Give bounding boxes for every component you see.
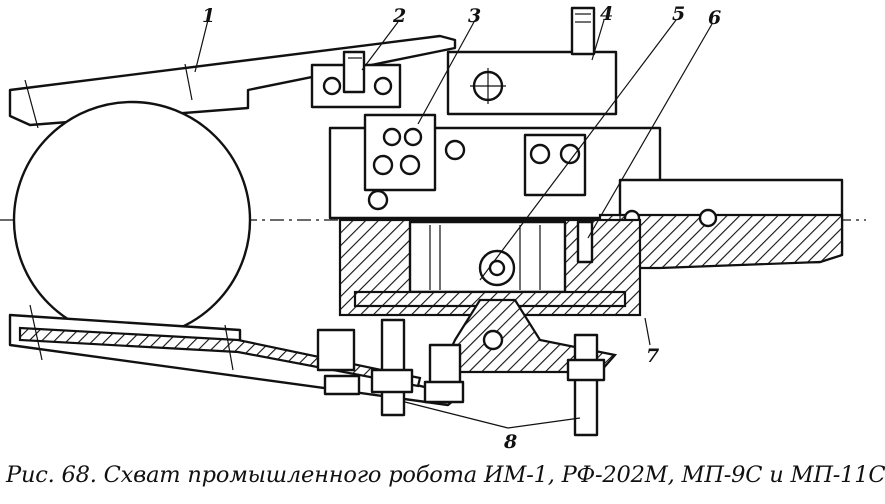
leader-lines bbox=[194, 19, 713, 429]
callout-3: 3 bbox=[468, 5, 481, 27]
callout-5: 5 bbox=[672, 3, 685, 25]
housing-body bbox=[446, 6, 618, 116]
cover-plate bbox=[328, 113, 662, 220]
clamp-block bbox=[310, 50, 402, 109]
figure-caption: Рис. 68. Схват промышленного робота ИМ-1… bbox=[6, 462, 885, 488]
callout-8: 8 bbox=[503, 431, 517, 453]
callout-1: 1 bbox=[202, 5, 215, 27]
spring-pin bbox=[576, 220, 594, 264]
bolts bbox=[316, 318, 606, 437]
shank bbox=[598, 178, 844, 270]
gripper-drawing: 1 2 3 4 5 6 7 8 bbox=[0, 3, 866, 453]
callout-2: 2 bbox=[392, 5, 406, 27]
workpiece-circle bbox=[12, 100, 252, 340]
callout-4: 4 bbox=[600, 3, 613, 25]
callout-7: 7 bbox=[646, 345, 659, 367]
callout-6: 6 bbox=[708, 7, 721, 29]
